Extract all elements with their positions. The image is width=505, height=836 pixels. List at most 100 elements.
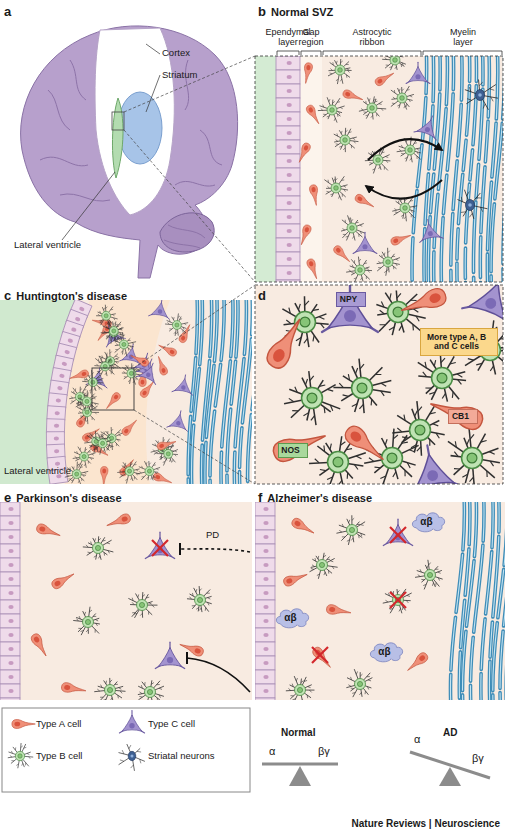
ependymal-cell	[0, 614, 20, 628]
cell-process	[352, 692, 355, 694]
cell-process	[22, 763, 23, 765]
gyrus-line	[60, 194, 110, 201]
cell-body	[326, 604, 352, 618]
cell-process	[123, 335, 125, 337]
cell-body	[155, 355, 169, 376]
cell-process	[76, 458, 78, 460]
cell-process	[77, 404, 79, 406]
cell-process	[314, 314, 327, 319]
cell-process	[451, 456, 463, 457]
cell-process	[312, 559, 317, 562]
cell-process	[96, 623, 98, 626]
cell-nucleus	[78, 420, 84, 426]
panel-art	[255, 502, 505, 700]
cell-body	[335, 65, 345, 75]
cell-body	[102, 311, 111, 320]
cell-body	[462, 448, 483, 469]
cell-process	[385, 439, 387, 445]
cell-body	[367, 103, 377, 113]
cell-process	[77, 407, 83, 410]
cell-process	[467, 439, 469, 445]
cell-nucleus	[468, 203, 472, 207]
cell-process	[107, 358, 111, 363]
myelin-fibre	[248, 300, 252, 484]
cell-body	[276, 252, 300, 266]
cell-process	[86, 420, 88, 422]
cell-process	[168, 446, 170, 448]
cell-process	[105, 681, 107, 684]
cell-process	[87, 551, 94, 556]
cell-body	[305, 104, 322, 126]
cell-process	[76, 402, 83, 403]
cell-process	[358, 234, 359, 237]
cell-nucleus	[147, 469, 151, 473]
cell-process	[368, 680, 371, 681]
cell-body	[0, 684, 20, 698]
cell-process	[159, 688, 162, 689]
cell-body	[50, 570, 76, 591]
cell-body	[386, 525, 409, 544]
cell-process	[391, 254, 395, 259]
cell-body	[342, 89, 364, 104]
cell-process	[342, 220, 349, 225]
cell-process	[117, 695, 119, 698]
cell-process	[324, 407, 326, 413]
cell-process	[99, 434, 101, 436]
type-b-cell	[377, 248, 400, 276]
cell-nucleus	[467, 453, 477, 463]
gyrus-line	[164, 240, 200, 248]
cell-process	[374, 464, 384, 473]
cell-process	[303, 413, 308, 416]
cell-process	[401, 152, 407, 156]
cell-process	[476, 363, 482, 364]
type-b-cell	[376, 291, 425, 336]
cell-process	[393, 435, 398, 439]
cell-process	[84, 380, 86, 382]
cell-body	[468, 285, 503, 320]
cell-nucleus	[415, 74, 420, 79]
dendrite	[469, 87, 471, 92]
type-b-cell	[69, 387, 91, 407]
type-a-cell	[309, 184, 320, 206]
cell-process	[115, 349, 118, 350]
cell-process	[386, 157, 389, 158]
zoom-line	[134, 410, 255, 484]
cell-body	[298, 224, 313, 246]
cell-process	[304, 693, 311, 698]
type-b-cell	[364, 429, 418, 484]
cell-process	[450, 362, 456, 364]
cell-process	[335, 98, 340, 106]
ependymal-cell	[276, 112, 300, 126]
cell-process	[99, 387, 100, 390]
cell-process	[79, 460, 83, 468]
cell-process	[379, 255, 384, 259]
cell-process	[349, 131, 352, 133]
cell-process	[330, 193, 333, 195]
cell-nucleus	[147, 689, 152, 694]
cell-process	[304, 680, 307, 681]
cell-nucleus	[263, 507, 268, 511]
type-a-cell	[296, 142, 312, 164]
cell-process	[381, 391, 385, 396]
cell-process	[99, 434, 103, 438]
cell-process	[354, 669, 358, 679]
cell-process	[360, 364, 364, 369]
cell-process	[404, 217, 406, 219]
cell-process	[404, 106, 405, 109]
cell-process	[83, 408, 85, 409]
cell-process	[122, 332, 124, 340]
cell-process	[111, 372, 112, 375]
cell-process	[340, 442, 345, 446]
cell-nucleus	[263, 689, 268, 693]
cell-process	[366, 268, 369, 269]
cell-process	[366, 112, 370, 119]
leader-line	[146, 44, 160, 54]
cell-process	[334, 60, 337, 66]
cell-body	[46, 419, 64, 433]
cell-process	[87, 459, 91, 463]
cell-process	[323, 114, 326, 115]
cell-process	[323, 113, 329, 117]
cell-process	[404, 102, 407, 109]
cell-process	[104, 331, 106, 332]
